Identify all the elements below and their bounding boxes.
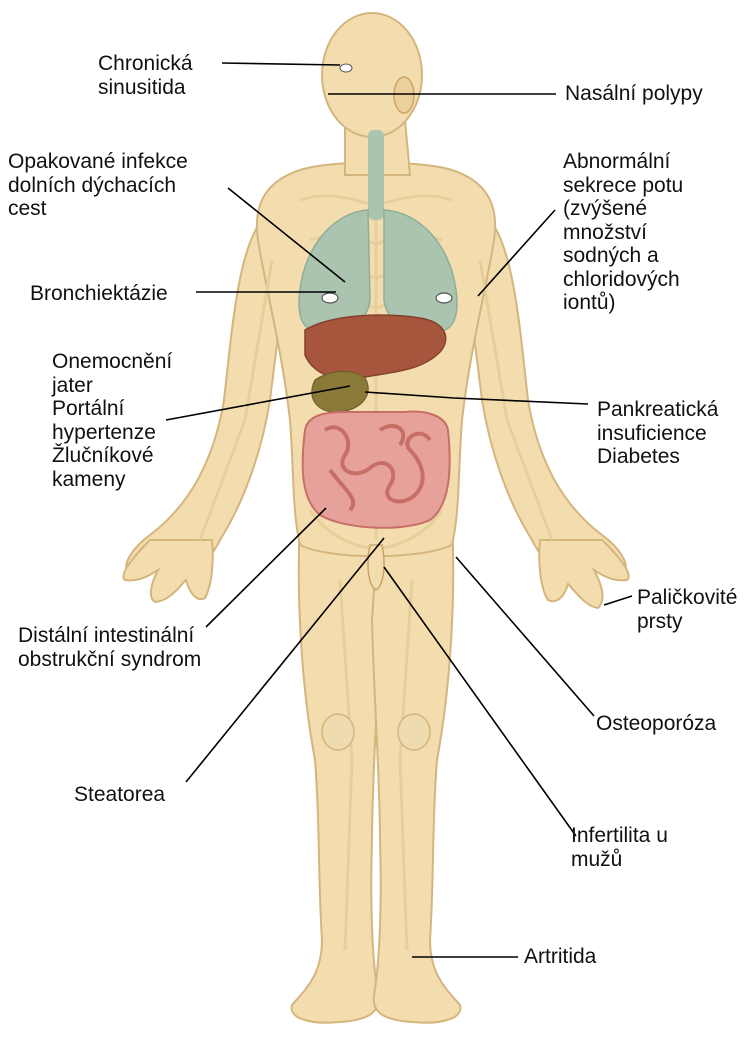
label-steatorrhea: Steatorea: [74, 783, 165, 807]
left-knee: [322, 714, 354, 750]
left-leg: [292, 520, 380, 1023]
right-leg: [372, 520, 460, 1023]
label-liver-disease: Onemocnění jater Portální hypertenze Žlu…: [52, 350, 172, 491]
genitals: [368, 545, 384, 590]
label-osteoporosis: Osteoporóza: [596, 712, 716, 736]
label-clubbing: Paličkovité prsty: [637, 586, 737, 633]
label-chronic-sinusitis: Chronická sinusitida: [98, 52, 193, 99]
ear: [394, 77, 414, 113]
leader-clubbing: [604, 596, 632, 605]
eye: [340, 64, 352, 72]
trachea: [368, 130, 384, 220]
label-pancreatic: Pankreatická insuficience Diabetes: [597, 398, 718, 469]
label-arthritis: Artritida: [524, 945, 596, 969]
label-lower-resp-infections: Opakované infekce dolních dýchacích cest: [8, 150, 188, 221]
head: [322, 13, 422, 137]
label-male-infertility: Infertilita u mužů: [571, 824, 668, 871]
label-abnormal-sweat: Abnormální sekrece potu (zvýšené množstv…: [563, 150, 683, 315]
label-dios: Distální intestinální obstrukční syndrom: [18, 624, 201, 671]
right-knee: [398, 714, 430, 750]
label-nasal-polyps: Nasální polypy: [565, 82, 703, 106]
label-bronchiectasis: Bronchiektázie: [30, 282, 168, 306]
bronchus-left: [322, 293, 338, 303]
bronchus-right: [436, 293, 452, 303]
human-body-illustration: [123, 13, 628, 1023]
